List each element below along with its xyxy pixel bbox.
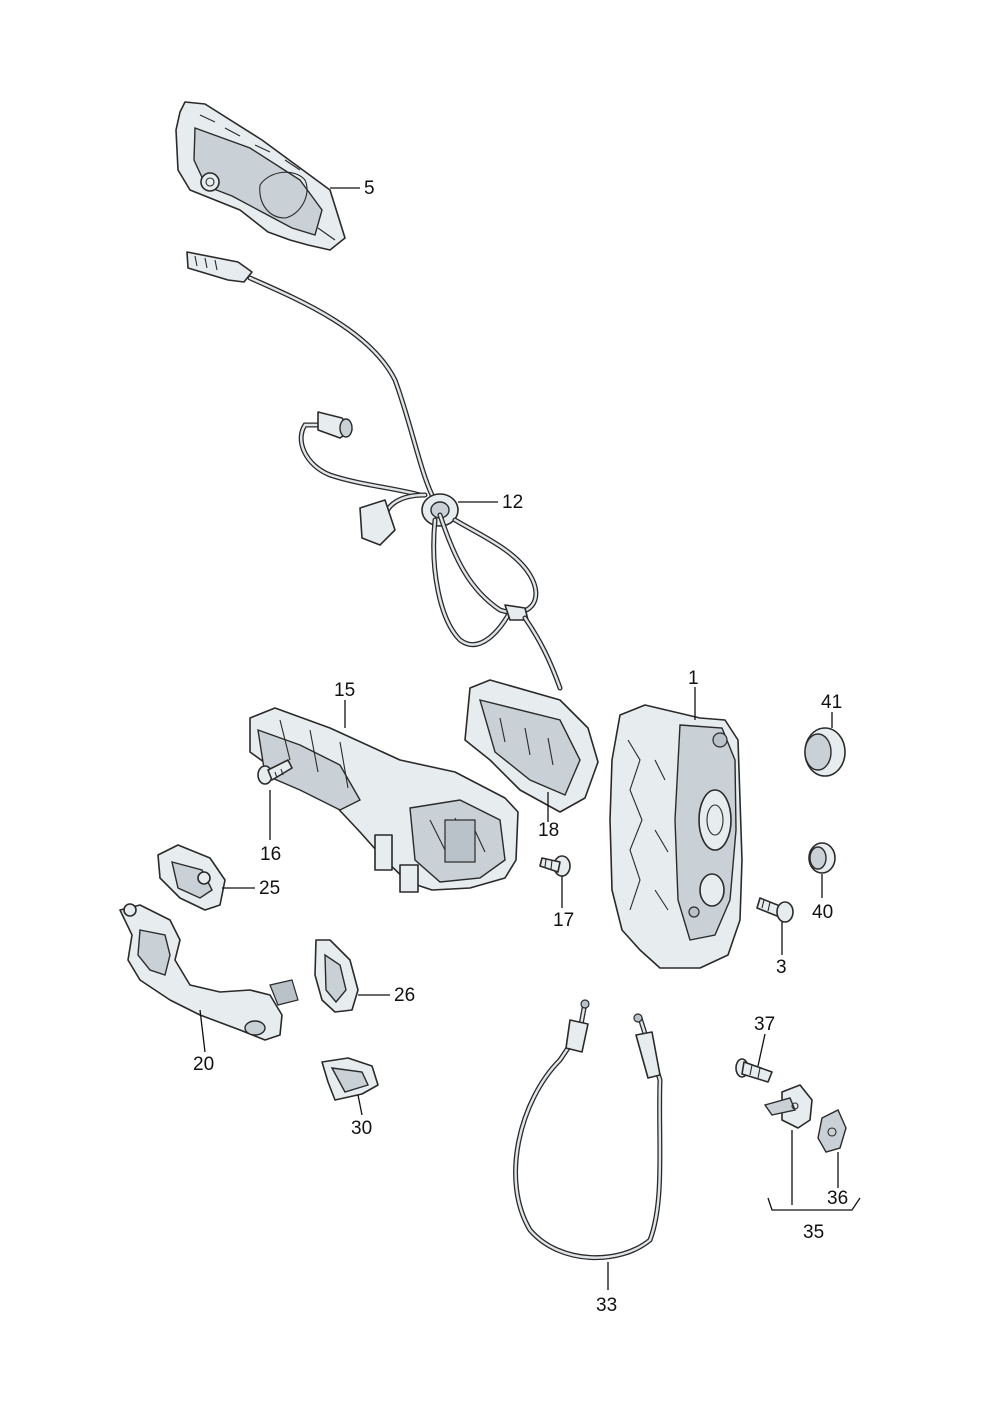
callout-25: 25 <box>259 878 280 899</box>
callout-26: 26 <box>394 985 415 1006</box>
callout-18: 18 <box>538 820 559 841</box>
part-5-interior-handle-housing <box>175 101 346 251</box>
part-35-striker <box>763 1084 813 1129</box>
callout-12: 12 <box>502 492 523 513</box>
part-12-wiring-harness <box>186 251 563 691</box>
callout-40: 40 <box>812 902 833 923</box>
callout-36: 36 <box>827 1188 848 1209</box>
callout-30: 30 <box>351 1118 372 1139</box>
callout-labels: 1 3 5 12 15 16 17 18 20 25 26 30 33 35 3… <box>193 178 848 1316</box>
part-41-plug <box>804 727 846 777</box>
part-1-door-lock <box>609 704 743 969</box>
part-33-bowden-cable <box>513 999 663 1261</box>
callout-20: 20 <box>193 1054 214 1075</box>
part-25-gasket <box>157 844 226 911</box>
part-20-door-handle <box>119 903 299 1041</box>
part-37-screw <box>735 1058 773 1083</box>
part-16-screw <box>257 759 293 785</box>
part-36-shim <box>817 1109 847 1153</box>
callout-41: 41 <box>821 692 842 713</box>
callout-17: 17 <box>553 910 574 931</box>
part-17-screw <box>539 855 571 877</box>
callout-3: 3 <box>776 957 787 978</box>
callout-15: 15 <box>334 680 355 701</box>
callout-1: 1 <box>688 668 699 689</box>
callout-35: 35 <box>803 1222 824 1243</box>
callout-16: 16 <box>260 844 281 865</box>
leader-lines <box>199 187 861 1290</box>
part-30-cap <box>321 1057 379 1101</box>
callout-5: 5 <box>364 178 375 199</box>
part-40-plug <box>808 842 836 874</box>
part-26-trim-cover <box>314 939 359 1013</box>
callout-37: 37 <box>754 1014 775 1035</box>
part-3-screw <box>756 897 794 923</box>
callout-33: 33 <box>596 1295 617 1316</box>
part-18-cover-plate <box>464 679 599 813</box>
